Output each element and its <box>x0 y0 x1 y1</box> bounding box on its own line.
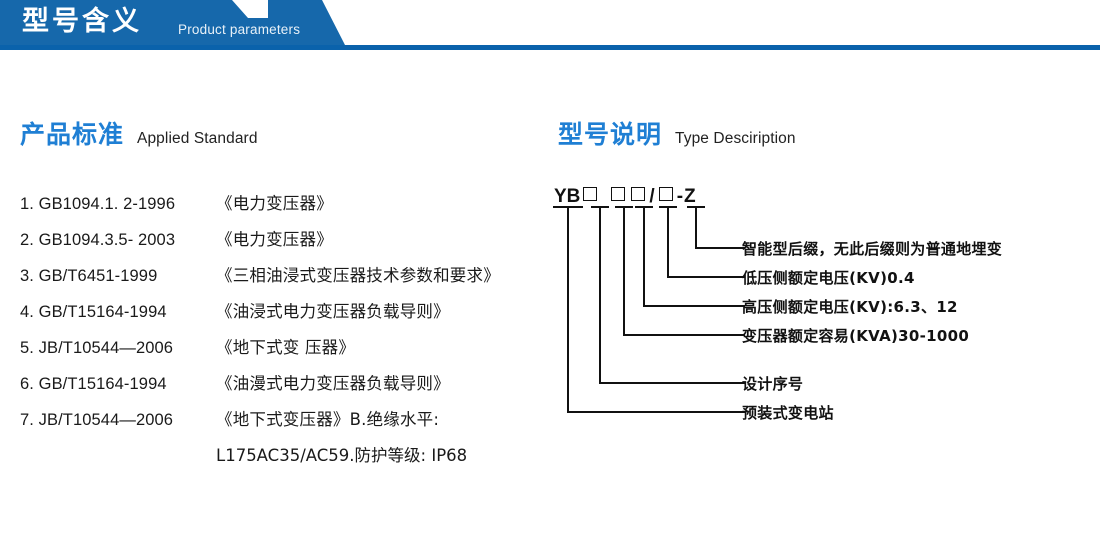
section-heading-cn-type-description: 型号说明 <box>558 120 663 149</box>
page-subtitle: Product parameters <box>178 22 301 37</box>
list-item: 1. GB1094.1. 2-1996 《电力变压器》 <box>20 190 550 226</box>
page-title: 型号含义 <box>22 6 142 37</box>
header-banner-shape <box>0 0 345 45</box>
section-heading-en-applied-standard: Applied Standard <box>137 130 258 147</box>
type-code-box-1 <box>583 187 598 201</box>
standard-name: 《地下式变压器》B.绝缘水平: <box>216 410 440 429</box>
leader-lines-svg <box>553 206 745 413</box>
type-code-box-2 <box>611 187 626 201</box>
standard-name: 《电力变压器》 <box>216 230 333 249</box>
type-code-box-3 <box>631 187 646 201</box>
leader-line-3 <box>643 206 745 307</box>
list-item: 7. JB/T10544—2006 《地下式变压器》B.绝缘水平: <box>20 406 550 442</box>
annotation-label-design-serial: 设计序号 <box>742 375 804 393</box>
list-item: 5. JB/T10544—2006 《地下式变 压器》 <box>20 334 550 370</box>
list-item: 6. GB/T15164-1994 《油漫式电力变压器负载导则》 <box>20 370 550 406</box>
list-item: 4. GB/T15164-1994 《油浸式电力变压器负载导则》 <box>20 298 550 334</box>
standard-code: 6. GB/T15164-1994 <box>20 375 167 393</box>
standard-code: 7. JB/T10544—2006 <box>20 411 174 429</box>
leader-line-2 <box>667 206 745 278</box>
annotation-label-smart-suffix: 智能型后缀，无此后缀则为普通地埋变 <box>742 240 1003 258</box>
leader-line-1 <box>695 206 745 249</box>
list-item: 3. GB/T6451-1999 《三相油浸式变压器技术参数和要求》 <box>20 262 550 298</box>
standard-name-continuation: L175AC35/AC59.防护等级: IP68 <box>216 446 468 465</box>
type-code-separator: / <box>649 186 655 207</box>
leader-line-5 <box>599 206 745 384</box>
page-header: 型号含义 Product parameters <box>0 0 1100 52</box>
header-divider-rule <box>0 45 1100 50</box>
annotation-label-high-voltage: 高压侧额定电压(KV):6.3、12 <box>742 298 958 316</box>
standard-code: 5. JB/T10544—2006 <box>20 339 174 357</box>
section-heading-cn-applied-standard: 产品标准 <box>20 120 125 149</box>
section-heading-en-type-description: Type Desciription <box>675 130 796 147</box>
leader-line-4 <box>623 206 745 336</box>
standards-list: 1. GB1094.1. 2-1996 《电力变压器》 2. GB1094.3.… <box>20 190 550 478</box>
type-code-prefix: YB <box>554 186 581 207</box>
type-code-box-4 <box>658 187 673 201</box>
annotation-label-substation: 预装式变电站 <box>742 404 834 422</box>
type-code-string: YB /-Z <box>554 186 696 208</box>
list-item: 2. GB1094.3.5- 2003 《电力变压器》 <box>20 226 550 262</box>
standard-name: 《电力变压器》 <box>216 194 333 213</box>
type-code-dash: - <box>676 186 684 207</box>
annotation-label-low-voltage: 低压侧额定电压(KV)0.4 <box>742 269 915 287</box>
standard-code: 2. GB1094.3.5- 2003 <box>20 231 176 249</box>
standard-name: 《地下式变 压器》 <box>216 338 356 357</box>
type-code-diagram: YB/-Z 智能型后缀，无此后缀则为普通地埋变 低压侧额定电压(KV) <box>548 186 1100 436</box>
standard-name: 《三相油浸式变压器技术参数和要求》 <box>216 266 500 285</box>
type-code-suffix: Z <box>684 186 696 207</box>
standard-code: 1. GB1094.1. 2-1996 <box>20 195 176 213</box>
standard-code: 3. GB/T6451-1999 <box>20 267 158 285</box>
standard-name: 《油漫式电力变压器负载导则》 <box>216 374 450 393</box>
section-heading-type-description: 型号说明 Type Desciription <box>558 115 796 151</box>
leader-line-6 <box>567 206 745 413</box>
standard-name: 《油浸式电力变压器负载导则》 <box>216 302 450 321</box>
section-heading-applied-standard: 产品标准 Applied Standard <box>20 115 258 151</box>
standard-code: 4. GB/T15164-1994 <box>20 303 167 321</box>
annotation-label-rated-capacity: 变压器额定容易(KVA)30-1000 <box>742 327 970 345</box>
